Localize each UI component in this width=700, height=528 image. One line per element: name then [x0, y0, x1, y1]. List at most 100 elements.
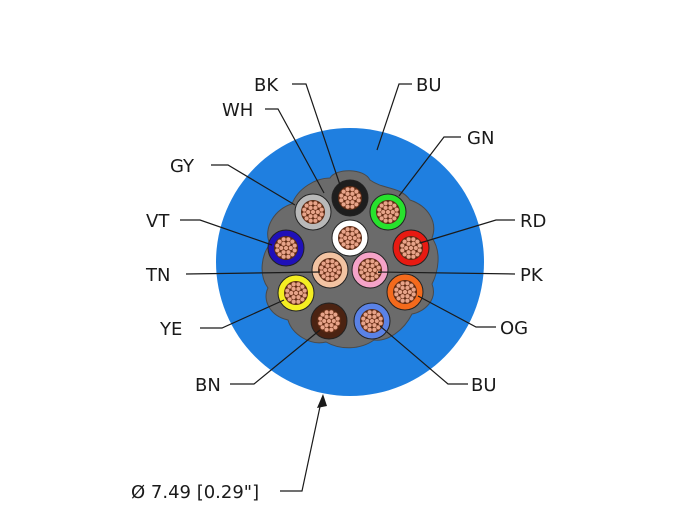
strand-gn-6: [385, 209, 391, 215]
strand-pk-6: [367, 267, 373, 273]
label-wh: WH: [222, 100, 253, 121]
strand-tn-8: [333, 273, 339, 279]
strand-gn-14: [379, 203, 385, 209]
strand-gy-15: [308, 200, 314, 206]
conductor-vt: [267, 229, 305, 267]
leader-bu-bottom: [379, 325, 468, 385]
strand-gy-17: [316, 203, 322, 209]
strand-wh-15: [345, 226, 351, 232]
conductor-og: [386, 273, 424, 311]
strand-vt-16: [285, 236, 291, 242]
strand-wh-9: [349, 244, 355, 250]
strand-og-6: [402, 289, 408, 295]
strand-og-18: [411, 287, 417, 293]
strand-tn-13: [318, 265, 324, 271]
strand-gy-18: [319, 207, 325, 213]
strand-bk-8: [353, 201, 359, 207]
dimension-arrowhead: [317, 394, 327, 408]
strand-og-8: [408, 295, 414, 301]
strand-bn-13: [317, 316, 323, 322]
strand-vt-9: [285, 254, 291, 260]
strand-bk-11: [341, 201, 347, 207]
strand-vt-15: [281, 236, 287, 242]
leader-bk: [292, 83, 341, 186]
strand-ye-10: [291, 299, 297, 305]
strand-wh-10: [345, 244, 351, 250]
leader-rd: [419, 219, 515, 244]
strand-gy-10: [308, 218, 314, 224]
strand-bk-6: [347, 195, 353, 201]
strand-pk-18: [376, 265, 382, 271]
strand-rd-10: [406, 254, 412, 260]
strand-rd-15: [406, 236, 412, 242]
strand-bn-15: [324, 309, 330, 315]
strand-pk-10: [365, 276, 371, 282]
strand-og-17: [408, 283, 414, 289]
conductor-gy: [294, 193, 332, 231]
strand-wh-13: [338, 233, 344, 239]
leader-gy: [211, 164, 296, 206]
label-og: OG: [500, 318, 528, 339]
strand-og-9: [404, 298, 410, 304]
strand-gn-18: [394, 207, 400, 213]
strand-ye-13: [284, 288, 290, 294]
strand-ye-16: [295, 281, 301, 287]
conductor-ye: [277, 274, 315, 312]
strand-bu-9: [371, 327, 377, 333]
strand-bn-12: [317, 320, 323, 326]
strand-gy-14: [304, 203, 310, 209]
conductor-bn: [310, 302, 348, 340]
strand-bu-15: [367, 309, 373, 315]
strand-tn-6: [327, 267, 333, 273]
strand-bn-10: [324, 327, 330, 333]
strand-og-13: [393, 287, 399, 293]
strand-ye-18: [302, 288, 308, 294]
strand-rd-11: [402, 251, 408, 257]
strand-bu-18: [378, 316, 384, 322]
strand-vt-6: [283, 245, 289, 251]
strand-gy-8: [316, 215, 322, 221]
conductor-wh: [331, 219, 369, 257]
strand-gn-10: [383, 218, 389, 224]
strand-gy-16: [312, 200, 318, 206]
strand-bn-14: [320, 312, 326, 318]
strand-ye-9: [295, 299, 301, 305]
label-bk: BK: [254, 75, 279, 96]
label-pk: PK: [520, 265, 544, 286]
strand-bk-15: [345, 186, 351, 192]
label-ye: YE: [159, 319, 182, 340]
strand-wh-18: [356, 233, 362, 239]
strand-bk-18: [356, 193, 362, 199]
strand-pk-14: [361, 261, 367, 267]
leader-vt: [180, 219, 273, 246]
strand-tn-18: [336, 265, 342, 271]
leader-gn: [398, 136, 461, 197]
strand-wh-17: [353, 229, 359, 235]
strand-pk-13: [358, 265, 364, 271]
strand-tn-16: [329, 258, 335, 264]
strand-ye-11: [287, 296, 293, 302]
strand-gn-8: [391, 215, 397, 221]
label-gy: GY: [170, 156, 195, 177]
conductor-pk: [351, 251, 389, 289]
strand-ye-6: [293, 290, 299, 296]
label-vt: VT: [146, 211, 170, 232]
conductors-group: [267, 179, 430, 340]
leader-tn: [185, 271, 321, 275]
label-bu-bottom: BU: [471, 375, 497, 396]
strand-gn-11: [379, 215, 385, 221]
strand-bn-6: [326, 318, 332, 324]
strand-ye-14: [287, 284, 293, 290]
strand-vt-13: [274, 243, 280, 249]
strand-rd-16: [410, 236, 416, 242]
strand-bn-16: [328, 309, 334, 315]
strand-bu-12: [360, 320, 366, 326]
strand-wh-8: [353, 241, 359, 247]
conductor-bu: [353, 302, 391, 340]
strand-pk-11: [361, 273, 367, 279]
label-bn: BN: [195, 375, 221, 396]
strand-tn-15: [325, 258, 331, 264]
strand-bk-14: [341, 189, 347, 195]
